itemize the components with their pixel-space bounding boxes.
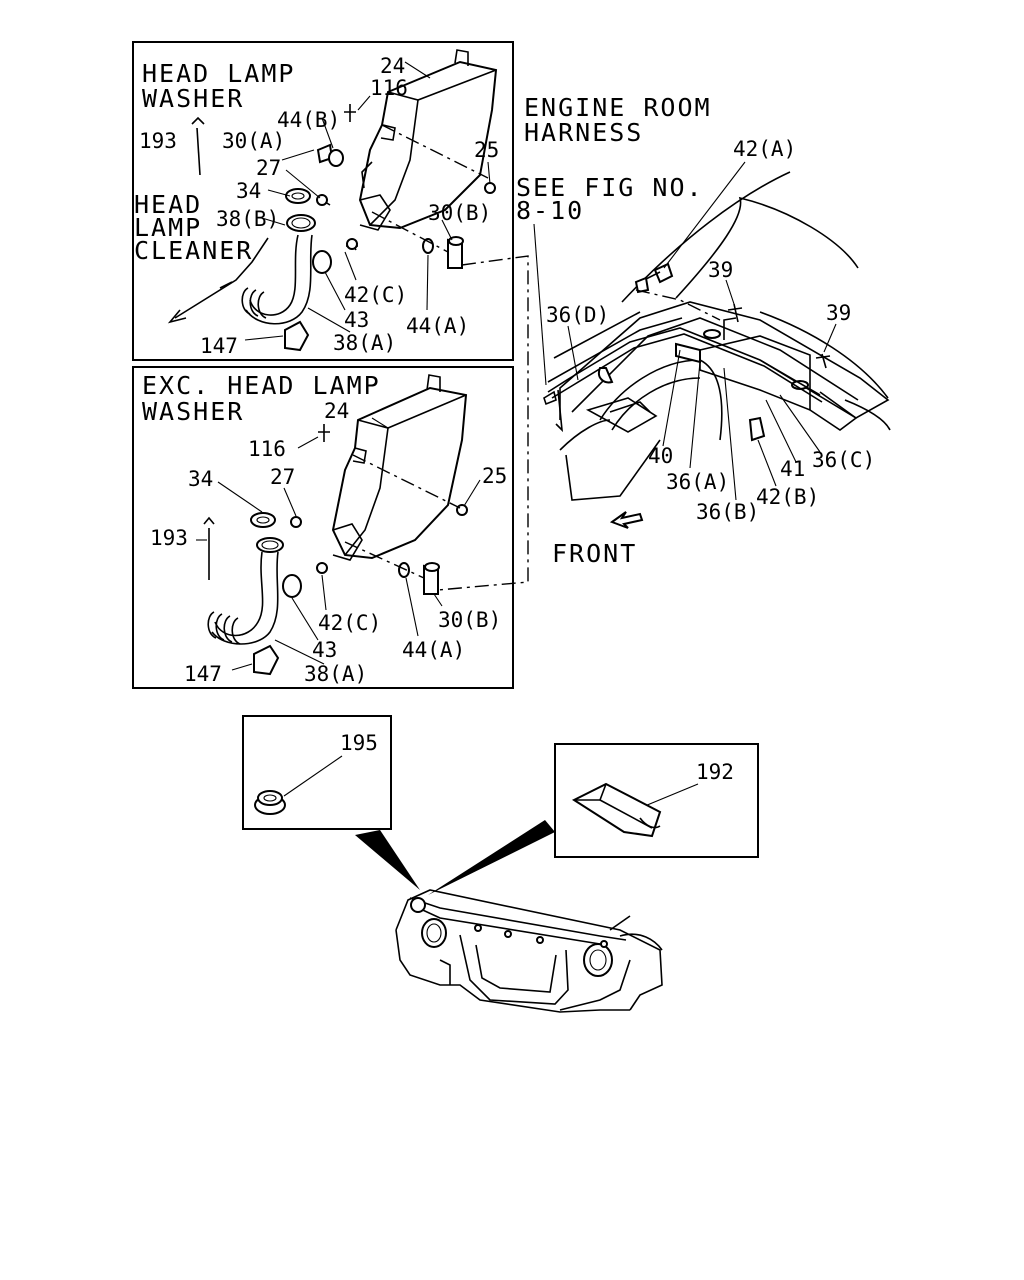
label-36d: 36(D)	[546, 303, 609, 327]
label-38a: 38(A)	[333, 331, 396, 355]
washer-tank-drawing-2	[331, 374, 468, 561]
engine-room-harness: ENGINE ROOM HARNESS SEE FIG NO. 8-10	[516, 93, 891, 568]
engine-room-title-line2: HARNESS	[524, 118, 643, 147]
label-38a-b: 38(A)	[304, 662, 367, 686]
label-147-b: 147	[184, 662, 222, 686]
label-36b: 36(B)	[696, 500, 759, 524]
label-39-left: 39	[708, 258, 733, 282]
panel-exc-head-lamp-washer: EXC. HEAD LAMP WASHER	[132, 366, 514, 689]
nozzle-193-drawing-2	[203, 516, 215, 580]
panel-2-leaders	[196, 417, 481, 671]
label-44a-b: 44(A)	[402, 638, 465, 662]
label-27-b: 27	[270, 465, 295, 489]
label-25-b: 25	[482, 464, 507, 488]
label-24-b: 24	[324, 399, 349, 423]
see-fig-line2: 8-10	[516, 196, 584, 225]
panel-1-title-line1: HEAD LAMP	[142, 59, 295, 88]
label-192: 192	[696, 760, 734, 784]
label-195: 195	[340, 731, 378, 755]
engine-bay-drawing	[543, 171, 891, 529]
cleaner-arrow	[167, 237, 269, 324]
label-41: 41	[780, 457, 805, 481]
panel-1-leaders	[244, 61, 491, 341]
engine-room-labels: 42(A) 39 39 36(D) 40 36(A) 36(B) 42(B) 4…	[546, 137, 875, 524]
panel-1-subtitle-line1: HEAD	[134, 190, 202, 219]
label-193-b: 193	[150, 526, 188, 550]
label-116: 116	[370, 76, 408, 100]
label-27: 27	[256, 156, 281, 180]
detail-195: 195	[242, 715, 392, 830]
panel-1-subtitle-line2: LAMP	[134, 213, 202, 242]
nozzle-193-drawing	[191, 116, 205, 176]
label-40: 40	[648, 444, 673, 468]
label-42c: 42(C)	[344, 283, 407, 307]
label-34: 34	[236, 179, 261, 203]
label-116-b: 116	[248, 437, 286, 461]
washer-tank-drawing	[358, 49, 498, 231]
label-43-b: 43	[312, 638, 337, 662]
label-30b: 30(B)	[428, 201, 491, 225]
label-30a: 30(A)	[222, 129, 285, 153]
panel-2-title-line1: EXC. HEAD LAMP	[142, 371, 381, 400]
panel-2-title-line2: WASHER	[142, 397, 244, 426]
label-44a: 44(A)	[406, 314, 469, 338]
label-25: 25	[474, 138, 499, 162]
hose-drawing-2	[207, 424, 468, 676]
hose-drawing	[241, 104, 496, 352]
panel-1-border	[132, 41, 514, 361]
label-43: 43	[344, 308, 369, 332]
label-44b: 44(B)	[277, 108, 340, 132]
label-42a: 42(A)	[733, 137, 796, 161]
detail-192-border	[554, 743, 759, 858]
label-42b: 42(B)	[756, 485, 819, 509]
callout-wedges	[355, 820, 555, 895]
panel-2-labels: 24 116 34 27 25 193 42(C) 30(B) 43 44(A)…	[150, 399, 507, 686]
front-end-drawing	[395, 889, 663, 1013]
panel-1-title-line2: WASHER	[142, 84, 244, 113]
label-38b: 38(B)	[216, 207, 279, 231]
detail-192: 192	[554, 743, 759, 858]
detail-195-border	[242, 715, 392, 830]
panel-2-border	[132, 366, 514, 689]
label-24: 24	[380, 54, 405, 78]
front-label: FRONT	[552, 539, 637, 568]
label-193: 193	[139, 129, 177, 153]
label-147: 147	[200, 334, 238, 358]
panel-1-subtitle-line3: CLEANER	[134, 236, 253, 265]
panel-head-lamp-washer: HEAD LAMP WASHER HEAD LAMP CLEANER	[132, 41, 514, 361]
label-36a: 36(A)	[666, 470, 729, 494]
label-39-right: 39	[826, 301, 851, 325]
see-fig-line1: SEE FIG NO.	[516, 173, 704, 202]
panel-connector-lines	[437, 255, 529, 591]
label-34-b: 34	[188, 467, 213, 491]
label-30b-b: 30(B)	[438, 608, 501, 632]
engine-room-title-line1: ENGINE ROOM	[524, 93, 712, 122]
engine-room-leaders	[533, 161, 837, 501]
label-42c-b: 42(C)	[318, 611, 381, 635]
label-36c: 36(C)	[812, 448, 875, 472]
panel-1-labels: 24 116 44(B) 193 30(A) 27 25 34 38(B) 30…	[139, 54, 499, 358]
